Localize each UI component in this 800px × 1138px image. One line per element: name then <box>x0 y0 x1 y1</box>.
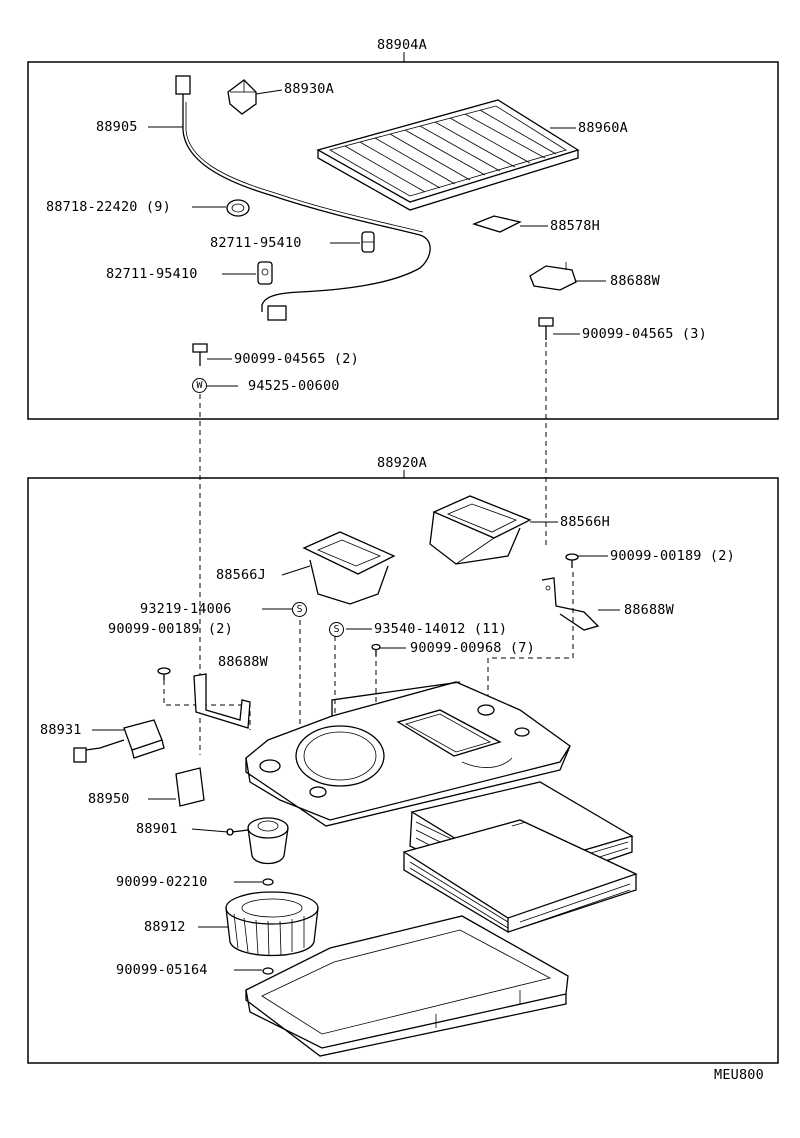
label-93540-14012: 93540-14012 (11) <box>374 621 508 637</box>
clip-82711-a <box>361 231 375 253</box>
screw-90099-00189-right <box>565 553 579 568</box>
blower-fan-88912 <box>225 891 319 957</box>
group-label-lower: 88920A <box>377 455 427 471</box>
blower-case-upper <box>245 681 571 827</box>
plate-88950 <box>175 767 205 807</box>
bracket-88688W-top <box>529 262 577 291</box>
label-88950: 88950 <box>88 791 130 807</box>
label-94525-00600: 94525-00600 <box>248 378 340 394</box>
screw-90099-05164 <box>262 967 274 975</box>
label-88960A: 88960A <box>578 120 628 136</box>
screw-symbol-b: S <box>329 622 344 637</box>
label-82711-95410-b: 82711-95410 <box>106 266 198 282</box>
label-88905: 88905 <box>96 119 138 135</box>
filter-element <box>402 781 638 934</box>
screw-90099-02210 <box>262 878 274 886</box>
wire-harness <box>182 102 431 312</box>
label-82711-95410-a: 82711-95410 <box>210 235 302 251</box>
label-88930A: 88930A <box>284 81 334 97</box>
pad-88578H <box>472 215 522 233</box>
diagram-code: MEU800 <box>714 1067 764 1083</box>
label-90099-00189-right: 90099-00189 (2) <box>610 548 735 564</box>
label-90099-00189-left: 90099-00189 (2) <box>108 621 233 637</box>
label-88566H: 88566H <box>560 514 610 530</box>
blower-case-lower <box>245 915 569 1057</box>
duct-88566J <box>302 531 396 605</box>
label-88688W-top: 88688W <box>610 273 660 289</box>
washer-symbol: W <box>192 378 207 393</box>
harness-connector-bottom <box>267 305 287 321</box>
label-90099-05164: 90099-05164 <box>116 962 208 978</box>
lower-group-frame <box>27 477 779 1064</box>
group-label-upper: 88904A <box>377 37 427 53</box>
label-88901: 88901 <box>136 821 178 837</box>
upper-group-frame <box>27 61 779 420</box>
bracket-88688W-left <box>193 673 251 729</box>
clip-82711-b <box>257 261 273 285</box>
label-88566J: 88566J <box>216 567 266 583</box>
label-93219-14006: 93219-14006 <box>140 601 232 617</box>
screw-90099-00189-left <box>157 667 171 680</box>
clamp-88718 <box>226 199 250 217</box>
label-88578H: 88578H <box>550 218 600 234</box>
bolt-90099-04565-2 <box>192 343 208 366</box>
duct-88566H <box>429 495 532 565</box>
label-88718-22420: 88718-22420 (9) <box>46 199 171 215</box>
label-88931: 88931 <box>40 722 82 738</box>
harness-connector-top <box>175 75 191 102</box>
label-90099-04565-3: 90099-04565 (3) <box>582 326 707 342</box>
label-90099-02210: 90099-02210 <box>116 874 208 890</box>
amplifier-88931 <box>73 719 165 763</box>
screw-symbol-a: S <box>292 602 307 617</box>
label-88688W-right: 88688W <box>624 602 674 618</box>
label-90099-00968: 90099-00968 (7) <box>410 640 535 656</box>
relay-88930A <box>227 79 257 115</box>
label-88688W-left: 88688W <box>218 654 268 670</box>
blower-motor-88901 <box>226 817 289 865</box>
screw-90099-00968 <box>371 643 381 656</box>
label-90099-04565-2: 90099-04565 (2) <box>234 351 359 367</box>
bracket-88688W-right <box>541 577 600 631</box>
bolt-90099-04565-3 <box>538 317 554 340</box>
label-88912: 88912 <box>144 919 186 935</box>
filter-cover-88960A <box>316 99 580 211</box>
